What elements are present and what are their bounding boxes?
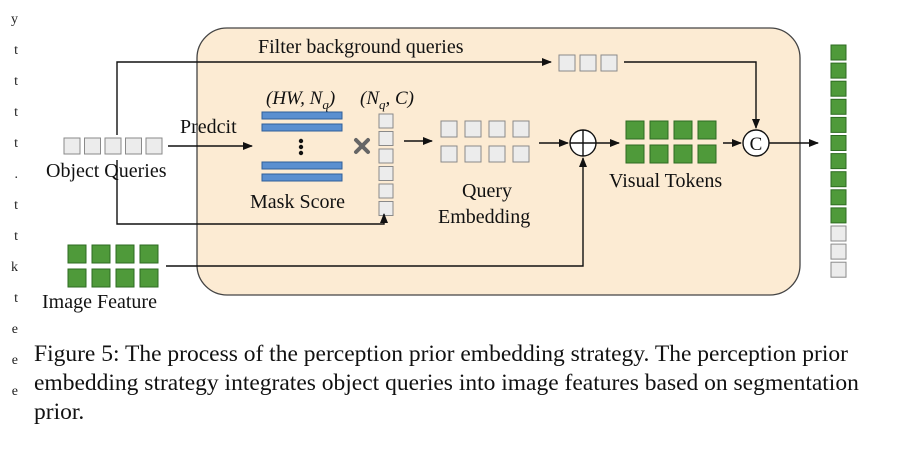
margin-fragment: t	[14, 43, 18, 58]
predict-label: Predcit	[180, 116, 237, 138]
svg-text:C: C	[750, 134, 763, 155]
output-token-gray	[830, 225, 847, 242]
query-column-square	[378, 131, 394, 146]
image-feature-square	[139, 268, 159, 288]
visual-token-square	[673, 144, 693, 164]
query-embedding-square	[488, 145, 506, 163]
query-column-squares	[378, 113, 394, 216]
query-column-square	[378, 148, 394, 164]
query-embedding-square	[464, 120, 482, 138]
visual-token-square	[625, 144, 645, 164]
image-feature-squares	[67, 244, 159, 288]
mask-score-bar	[261, 161, 343, 170]
concat-circle-icon: C	[742, 129, 770, 157]
perception-prior-diagram: Filter background queries Object Queries…	[42, 27, 847, 313]
query-column-square	[378, 166, 394, 181]
margin-fragment: e	[11, 353, 18, 368]
filtered-query-square	[579, 54, 597, 72]
margin-fragment: .	[14, 167, 19, 182]
visual-tokens-label: Visual Tokens	[609, 170, 722, 192]
query-embedding-square	[512, 145, 530, 163]
query-embedding-square	[512, 120, 530, 138]
output-token-green	[830, 207, 847, 224]
margin-fragment: e	[11, 322, 18, 337]
output-token-green	[830, 80, 847, 97]
output-token-green	[830, 171, 847, 188]
output-token-column	[830, 44, 847, 278]
object-query-square	[145, 137, 163, 155]
figure-label: Figure 5:	[34, 341, 120, 367]
nq-c-label: (Nq, C)	[360, 88, 414, 112]
filtered-query-square	[600, 54, 618, 72]
visual-token-squares	[625, 120, 717, 164]
mask-score-bar	[261, 111, 343, 120]
multiply-icon	[354, 138, 370, 154]
mask-score-bar	[261, 173, 343, 182]
query-embedding-label-line2: Embedding	[438, 206, 530, 228]
output-token-gray	[830, 243, 847, 260]
figure-caption: Figure 5: The process of the perception …	[34, 340, 884, 427]
visual-token-square	[697, 120, 717, 140]
caption-text: The process of the perception prior embe…	[34, 341, 859, 425]
object-query-square	[104, 137, 122, 155]
object-query-square	[63, 137, 81, 155]
object-queries-label: Object Queries	[46, 160, 167, 182]
hw-nq-label: (HW, Nq)	[266, 88, 335, 112]
query-embedding-square	[440, 120, 458, 138]
image-feature-square	[67, 268, 87, 288]
margin-fragment: t	[14, 136, 18, 151]
object-query-square	[125, 137, 142, 155]
visual-token-square	[649, 120, 669, 140]
vertical-ellipsis	[298, 138, 304, 156]
mask-score-bars	[261, 111, 343, 182]
filter-background-label: Filter background queries	[258, 36, 464, 58]
add-circle-icon	[569, 129, 597, 157]
output-token-green	[830, 153, 847, 170]
output-token-green	[830, 135, 847, 151]
output-token-green	[830, 98, 847, 115]
query-column-square	[378, 201, 394, 216]
output-token-green	[830, 116, 847, 133]
output-token-gray	[830, 261, 847, 278]
visual-token-square	[673, 120, 693, 140]
mask-score-label: Mask Score	[250, 191, 345, 213]
query-embedding-squares	[440, 120, 530, 163]
visual-token-square	[697, 144, 717, 164]
margin-fragment: t	[14, 291, 18, 306]
query-embedding-label-line1: Query	[462, 180, 512, 202]
margin-fragment: t	[14, 198, 18, 213]
object-query-squares	[63, 137, 163, 155]
object-query-square	[84, 137, 101, 155]
margin-fragment: y	[11, 12, 18, 27]
query-embedding-square	[488, 120, 506, 138]
margin-fragment: t	[14, 229, 18, 244]
image-feature-square	[115, 268, 135, 288]
visual-token-square	[625, 120, 645, 140]
connector-lines	[116, 58, 819, 267]
query-embedding-square	[464, 145, 482, 163]
filtered-query-squares	[558, 54, 618, 72]
query-column-square	[378, 113, 394, 129]
image-feature-square	[139, 244, 159, 264]
output-token-green	[830, 189, 847, 206]
margin-fragment: t	[14, 105, 18, 120]
margin-fragment: e	[11, 384, 18, 399]
margin-fragment: k	[11, 260, 18, 275]
output-token-green	[830, 62, 847, 79]
image-feature-square	[67, 244, 87, 264]
filtered-query-square	[558, 54, 576, 72]
image-feature-square	[91, 268, 111, 288]
image-feature-square	[91, 244, 111, 264]
image-feature-square	[115, 244, 135, 264]
image-feature-label: Image Feature	[42, 291, 157, 313]
visual-token-square	[649, 144, 669, 164]
output-token-green	[830, 44, 847, 61]
margin-fragment: t	[14, 74, 18, 89]
mask-score-bar	[261, 123, 343, 132]
query-column-square	[378, 183, 394, 199]
query-embedding-square	[440, 145, 458, 163]
